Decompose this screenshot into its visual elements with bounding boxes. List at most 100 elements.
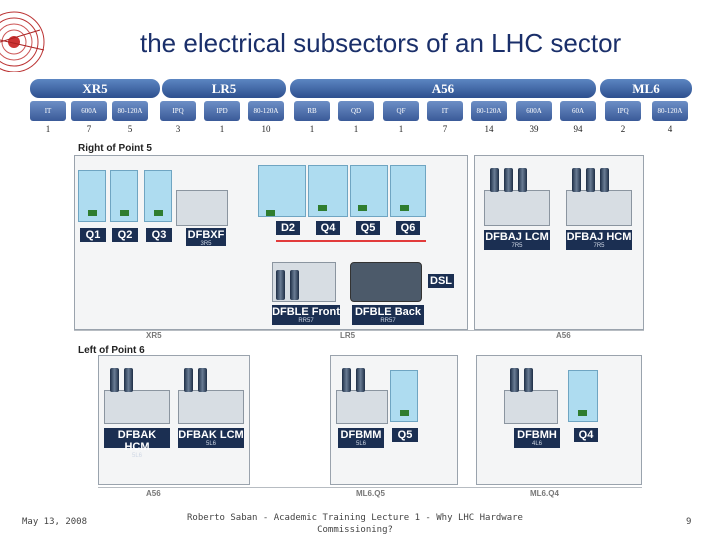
current-lead-icon xyxy=(504,168,513,192)
circuit-cell: IPQ xyxy=(605,101,641,121)
circuit-count: 1 xyxy=(398,124,404,134)
cryostat-bay-q4 xyxy=(308,165,348,217)
unit-location: 5L6 xyxy=(205,441,216,447)
dfbmm-box xyxy=(336,390,388,424)
magnet-label-q4: Q4 xyxy=(574,428,598,442)
current-lead-icon xyxy=(572,168,581,192)
axis-label-xr5: XR5 xyxy=(146,331,162,340)
current-lead-icon xyxy=(290,270,299,300)
circuit-count: 94 xyxy=(573,124,583,134)
current-lead-icon xyxy=(110,368,119,392)
circuit-cell: 80-120A xyxy=(471,101,507,121)
circuit-count: 14 xyxy=(484,124,494,134)
sector-xr5: XR5 xyxy=(30,79,160,98)
unit-label-dfbmh: DFBMH 4L6 xyxy=(514,428,560,448)
circuit-cell: IPD xyxy=(204,101,240,121)
circuit-cell: 80-120A xyxy=(652,101,688,121)
unit-name: DFBAJ HCM xyxy=(566,231,632,243)
circuit-cell: 600A xyxy=(71,101,107,121)
dfbaj-lcm-box xyxy=(484,190,550,226)
unit-label-dfbaj-lcm: DFBAJ LCM 7R5 xyxy=(484,230,550,250)
circuit-count: 2 xyxy=(620,124,626,134)
unit-location: 7R5 xyxy=(593,243,605,249)
panel-title-left-of-point-6: Left of Point 6 xyxy=(78,345,145,356)
axis-label-a56: A56 xyxy=(556,331,571,340)
magnet-label-q5: Q5 xyxy=(356,221,380,235)
axis-label-a56: A56 xyxy=(146,489,161,498)
sensor-indicator xyxy=(318,205,327,211)
current-lead-icon xyxy=(276,270,285,300)
circuit-count: 10 xyxy=(261,124,271,134)
circuit-cell: 600A xyxy=(516,101,552,121)
page-title: the electrical subsectors of an LHC sect… xyxy=(140,28,622,58)
footer-date: May 13, 2008 xyxy=(22,517,88,527)
circuit-cell: IT xyxy=(30,101,66,121)
axis-label-ml6-q4: ML6.Q4 xyxy=(530,489,559,498)
circuit-count: 39 xyxy=(529,124,539,134)
magnet-label-q6: Q6 xyxy=(396,221,420,235)
circuit-cell: IPQ xyxy=(160,101,196,121)
unit-label-dfble-back: DFBLE Back RR57 xyxy=(352,305,424,325)
unit-label-dfble-front: DFBLE Front RR57 xyxy=(272,305,340,325)
magnet-label-q5: Q5 xyxy=(392,428,418,442)
circuit-count: 7 xyxy=(442,124,448,134)
circuit-cell: QF xyxy=(383,101,419,121)
dsl-label: DSL xyxy=(428,274,454,288)
sensor-indicator xyxy=(120,210,129,216)
circuit-count: 3 xyxy=(175,124,181,134)
magnet-label-d2: D2 xyxy=(276,221,300,235)
sensor-indicator xyxy=(400,410,409,416)
magnet-label-q2: Q2 xyxy=(112,228,138,242)
current-lead-icon xyxy=(586,168,595,192)
magnet-label-q1: Q1 xyxy=(80,228,106,242)
current-lead-icon xyxy=(198,368,207,392)
circuit-count: 4 xyxy=(667,124,673,134)
circuit-cell: IT xyxy=(427,101,463,121)
dfbxf-box xyxy=(176,190,228,226)
circuit-count: 1 xyxy=(219,124,225,134)
sensor-indicator xyxy=(358,205,367,211)
magnet-label-q4: Q4 xyxy=(316,221,340,235)
axis-label-ml6-q5: ML6.Q5 xyxy=(356,489,385,498)
sector-ml6: ML6 xyxy=(600,79,692,98)
sensor-indicator xyxy=(578,410,587,416)
current-lead-icon xyxy=(518,168,527,192)
sensor-indicator xyxy=(154,210,163,216)
circuit-cell: QD xyxy=(338,101,374,121)
current-lead-icon xyxy=(524,368,533,392)
cryostat-bay-d2 xyxy=(258,165,306,217)
sector-lr5: LR5 xyxy=(162,79,286,98)
unit-name: DFBLE Front xyxy=(272,306,340,318)
unit-location: RR57 xyxy=(380,318,396,324)
unit-name: DFBAK HCM xyxy=(117,429,157,453)
circuit-count: 7 xyxy=(86,124,92,134)
circuit-count: 1 xyxy=(309,124,315,134)
sensor-indicator xyxy=(266,210,275,216)
lhc-logo-icon xyxy=(0,11,45,72)
current-lead-icon xyxy=(342,368,351,392)
current-lead-icon xyxy=(600,168,609,192)
circuit-cell: RB xyxy=(294,101,330,121)
dfble-back-box xyxy=(350,262,422,302)
unit-location: 5L6 xyxy=(131,453,142,459)
unit-label-dfbxf: DFBXF 3R5 xyxy=(186,228,226,247)
unit-location: 5L6 xyxy=(355,441,366,447)
circuit-count: 1 xyxy=(353,124,359,134)
unit-location: 4L6 xyxy=(531,441,542,447)
current-lead-icon xyxy=(184,368,193,392)
cryostat-bay-q5 xyxy=(350,165,388,217)
circuit-cell: 80-120A xyxy=(248,101,284,121)
magnet-label-q3: Q3 xyxy=(146,228,172,242)
unit-location: 3R5 xyxy=(200,241,212,247)
axis-line xyxy=(98,487,642,488)
current-lead-icon xyxy=(124,368,133,392)
unit-label-dfbaj-hcm: DFBAJ HCM 7R5 xyxy=(566,230,632,250)
panel-left-of-point-6-q4 xyxy=(476,355,642,485)
unit-name: DFBLE Back xyxy=(354,306,422,318)
dfbmh-box xyxy=(504,390,558,424)
sensor-indicator xyxy=(400,205,409,211)
axis-line xyxy=(74,330,644,331)
page-number: 9 xyxy=(686,517,692,527)
unit-label-dfbak-lcm: DFBAK LCM 5L6 xyxy=(178,428,244,448)
current-lead-icon xyxy=(490,168,499,192)
